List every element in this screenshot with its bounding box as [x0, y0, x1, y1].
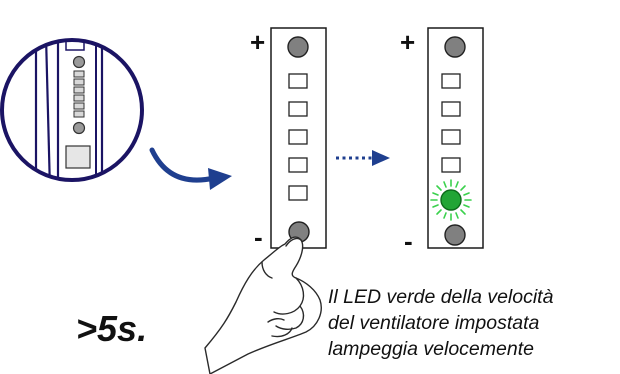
control-panel-before	[270, 27, 327, 249]
plus-sign-after: +	[400, 27, 416, 57]
speed-led-2	[288, 101, 308, 117]
dotted-arrow-icon	[336, 150, 390, 166]
plus-button[interactable]	[444, 36, 466, 58]
curved-arrow-icon	[149, 147, 232, 190]
speed-led-2	[441, 101, 461, 117]
speed-led-4	[288, 157, 308, 173]
speed-led-3	[441, 129, 461, 145]
speed-led-1	[441, 73, 461, 89]
pressing-hand-icon	[204, 236, 322, 374]
press-duration-label: >5s.	[76, 308, 148, 349]
plus-button[interactable]	[287, 36, 309, 58]
caption-text: Il LED verde della velocità del ventilat…	[328, 284, 618, 362]
speed-led-3	[288, 129, 308, 145]
speed-led-1	[288, 73, 308, 89]
speed-led-5	[288, 185, 308, 201]
minus-sign-before: -	[254, 222, 263, 252]
plus-sign-before: +	[250, 27, 266, 57]
speed-led-4	[441, 157, 461, 173]
caption-line-3: lampeggia velocemente	[328, 338, 534, 360]
green-led-blink-icon	[430, 179, 472, 221]
caption-line-2: del ventilatore impostata	[328, 312, 540, 334]
control-panel-after	[427, 27, 484, 249]
minus-sign-after: -	[404, 226, 413, 256]
magnifier-detail-icon	[0, 38, 144, 182]
caption-line-1: Il LED verde della velocità	[328, 286, 554, 308]
minus-button[interactable]	[444, 224, 466, 246]
